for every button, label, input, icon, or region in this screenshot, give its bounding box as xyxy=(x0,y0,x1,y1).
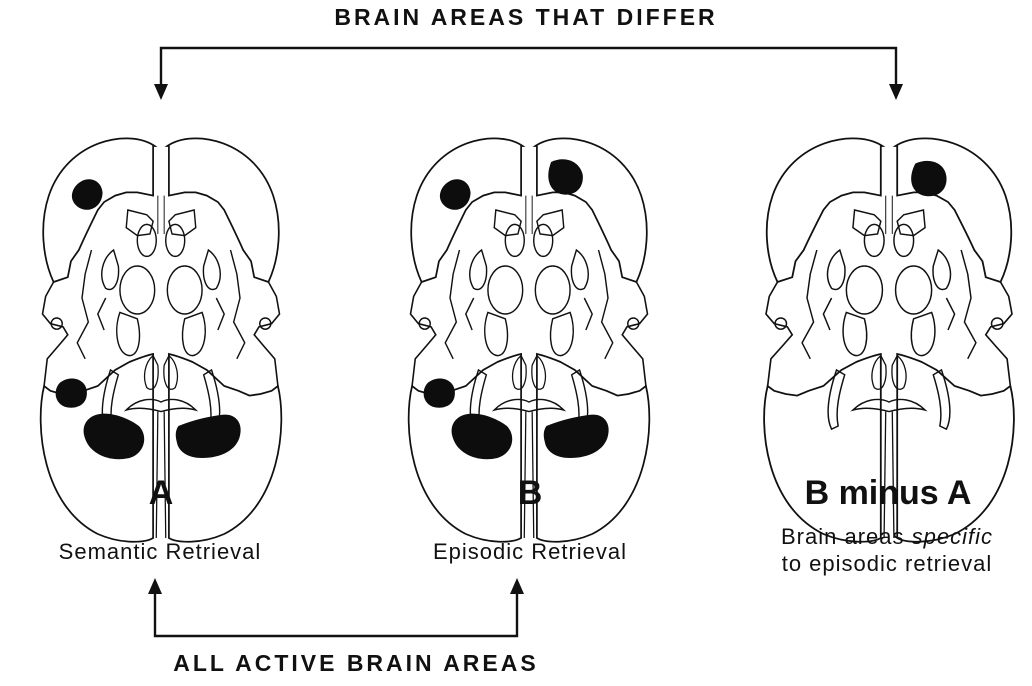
top-arrowhead-left xyxy=(154,84,168,100)
bottom-arrowhead-right xyxy=(510,578,524,594)
panel-a-letter: A xyxy=(121,474,201,513)
panel-b-minus-a-caption: Brain areas specific to episodic retriev… xyxy=(744,523,1030,577)
top-arrowhead-right xyxy=(889,84,903,100)
bottom-label: ALL ACTIVE BRAIN AREAS xyxy=(96,650,616,677)
bottom-bracket-arrow xyxy=(155,588,517,636)
caption-line2-text: to episodic retrieval xyxy=(782,551,993,576)
panel-b-caption: Episodic Retrieval xyxy=(400,538,660,565)
panel-a-caption: Semantic Retrieval xyxy=(40,538,280,565)
caption-line1-text: Brain areas xyxy=(781,524,912,549)
panel-b-minus-a-letter: B minus A xyxy=(760,474,1016,513)
bottom-arrowhead-left xyxy=(148,578,162,594)
top-label: BRAIN AREAS THAT DIFFER xyxy=(266,4,786,31)
top-bracket-arrow xyxy=(161,48,896,92)
panel-b-letter: B xyxy=(490,474,570,513)
caption-line1-emphasis: specific xyxy=(912,524,993,549)
